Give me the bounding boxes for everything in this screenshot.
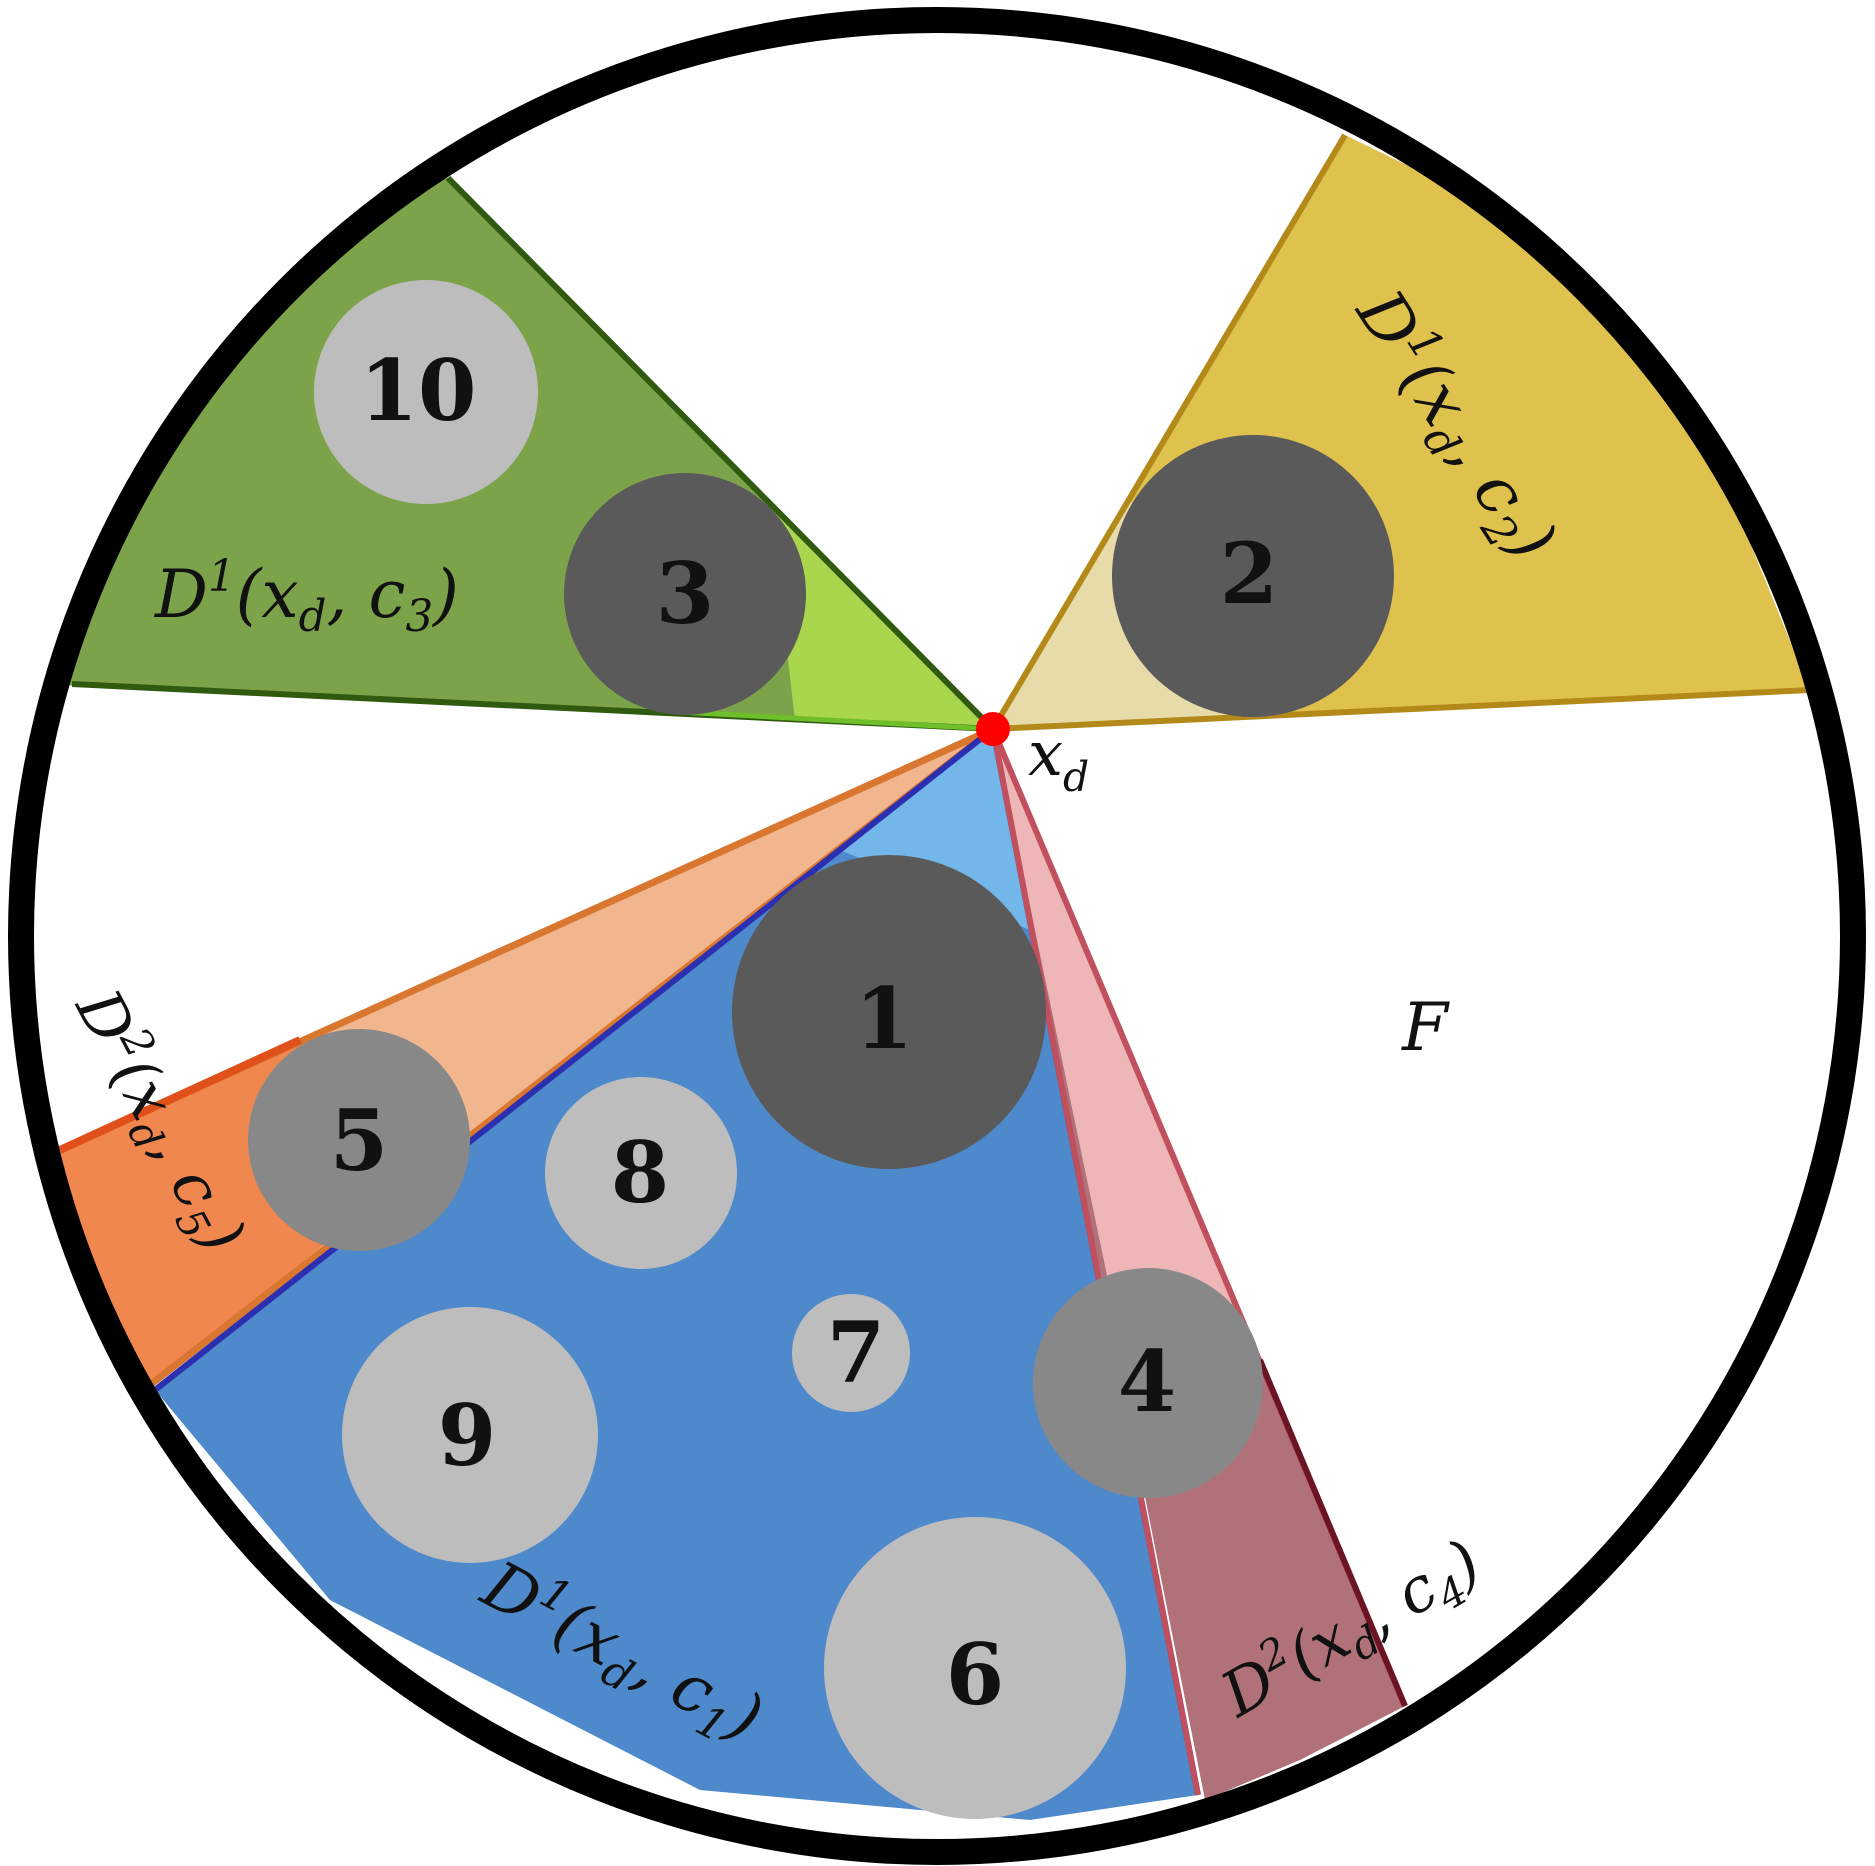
obstacle-circle [732,855,1046,1169]
obstacle-label: 5 [330,1091,388,1190]
region-c4-label: D2(xd, c4) [1206,1522,1497,1739]
point-xd-marker [976,712,1010,746]
obstacle-1: 1 [732,855,1046,1169]
obstacle-circle [342,1307,598,1563]
obstacle-6: 6 [824,1517,1126,1819]
obstacle-7: 7 [792,1294,910,1412]
obstacle-circle [824,1517,1126,1819]
obstacle-5: 5 [248,1029,470,1251]
obstacle-2: 2 [1112,435,1394,717]
free-space-label: F [1401,989,1450,1066]
obstacle-circle [1112,435,1394,717]
obstacle-label: 4 [1118,1332,1176,1431]
obstacle-circle [248,1029,470,1251]
obstacle-circle [792,1294,910,1412]
point-xd: xd [976,712,1089,801]
obstacle-4: 4 [1033,1268,1263,1498]
obstacle-8: 8 [545,1077,737,1269]
obstacle-9: 9 [342,1307,598,1563]
region-c1-tip [840,729,1030,930]
obstacle-label: 1 [855,969,913,1068]
region-c5-outer-edge [58,1036,302,1154]
obstacle-circle [545,1077,737,1269]
obstacle-circle [1033,1268,1263,1498]
obstacle-label: 6 [946,1625,1004,1724]
obstacle-label: 9 [438,1386,496,1485]
obstacle-circle [564,473,806,715]
obstacles: 10 3 2 1 5 8 4 7 [248,280,1394,1819]
obstacle-label: 3 [656,544,714,643]
region-c4-outer-edge [1257,1358,1408,1708]
obstacle-circle [314,280,538,504]
workspace-boundary [8,7,1866,1865]
obstacle-3: 3 [564,473,806,715]
obstacle-label: 8 [611,1123,669,1222]
region-c5-tip [300,729,993,1150]
obstacle-10: 10 [314,280,538,504]
point-xd-label: xd [1028,717,1089,801]
region-c3-label: D1(xd, c3) [154,552,459,642]
obstacle-label: 7 [827,1303,885,1402]
region-c3-edge-tip [679,709,994,732]
obstacle-label: 10 [360,341,477,440]
obstacle-label: 2 [1220,524,1278,623]
